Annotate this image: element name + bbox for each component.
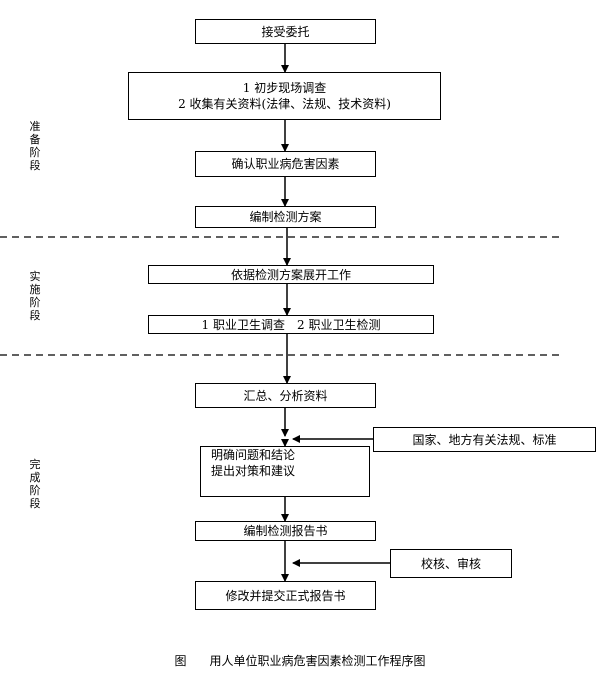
box-hygiene-survey-testing: 1 职业卫生调查 2 职业卫生检测 <box>148 315 434 334</box>
figure-caption: 图 用人单位职业病危害因素检测工作程序图 <box>0 652 600 669</box>
box-conclusions-recommendations: 明确问题和结论 提出对策和建议 <box>200 446 370 497</box>
box-submit-final-report: 修改并提交正式报告书 <box>195 581 376 610</box>
box-national-standards: 国家、地方有关法规、标准 <box>373 427 596 452</box>
box-prepare-report: 编制检测报告书 <box>195 521 376 541</box>
box-confirm-hazards: 确认职业病危害因素 <box>195 151 376 177</box>
caption-title: 用人单位职业病危害因素检测工作程序图 <box>209 654 426 668</box>
stage-label-preparation: 准 备 阶 段 <box>29 120 41 172</box>
caption-label: 图 <box>174 654 187 668</box>
box-prepare-plan: 编制检测方案 <box>195 206 376 228</box>
box-summarize-analyze: 汇总、分析资料 <box>195 383 376 408</box>
stage-label-implementation: 实 施 阶 段 <box>29 270 41 322</box>
box-review-audit: 校核、审核 <box>390 549 512 578</box>
box-execute-plan: 依据检测方案展开工作 <box>148 265 434 284</box>
stage-label-completion: 完 成 阶 段 <box>29 458 41 510</box>
box-initial-survey: 1 初步现场调查 2 收集有关资料(法律、法规、技术资料) <box>128 72 441 120</box>
box-accept-commission: 接受委托 <box>195 19 376 44</box>
